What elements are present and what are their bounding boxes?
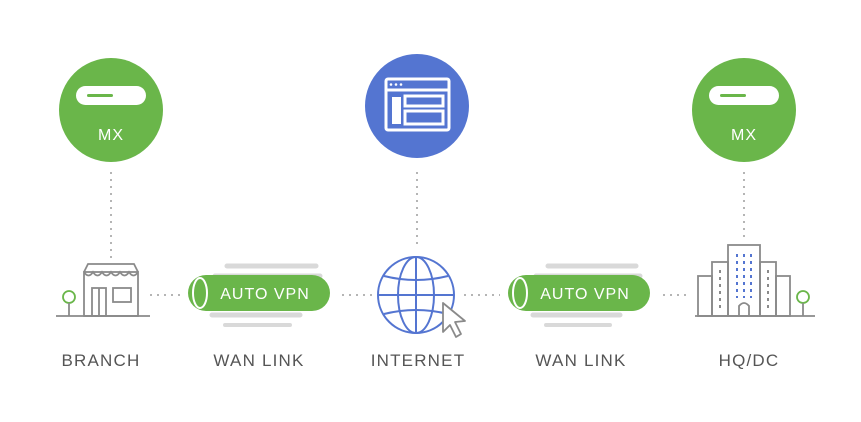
branch-mx-label: MX — [98, 127, 124, 144]
hq-mx-label: MX — [731, 127, 757, 144]
mx-appliance-icon — [709, 86, 779, 105]
tree-icon — [62, 290, 76, 316]
mx-appliance-icon — [76, 86, 146, 105]
internet-label: INTERNET — [371, 351, 466, 370]
internet-dashboard-node — [365, 54, 469, 158]
dashboard-window-dots — [389, 83, 403, 86]
branch-label: BRANCH — [62, 351, 141, 370]
storefront-icon — [56, 263, 150, 317]
wan-link-1-vpn-label: AUTO VPN — [220, 286, 310, 303]
tunnel-icon — [508, 263, 650, 327]
tree-icon — [796, 290, 810, 316]
cursor-icon — [442, 302, 466, 338]
wan-link-1-tunnel: AUTO VPN — [188, 263, 330, 327]
building-icon — [695, 244, 815, 317]
connectors — [110, 172, 745, 296]
hq-dc-label: HQ/DC — [719, 351, 780, 370]
tunnel-icon — [188, 263, 330, 327]
branch-mx-node: MX — [59, 58, 163, 162]
dashboard-icon — [384, 77, 451, 132]
globe-icon — [377, 256, 455, 334]
building-windows — [736, 254, 752, 298]
wan-link-2-label: WAN LINK — [535, 351, 626, 370]
wan-link-1-label: WAN LINK — [213, 351, 304, 370]
wan-link-2-tunnel: AUTO VPN — [508, 263, 650, 327]
hq-mx-node: MX — [692, 58, 796, 162]
wan-link-2-vpn-label: AUTO VPN — [540, 286, 630, 303]
